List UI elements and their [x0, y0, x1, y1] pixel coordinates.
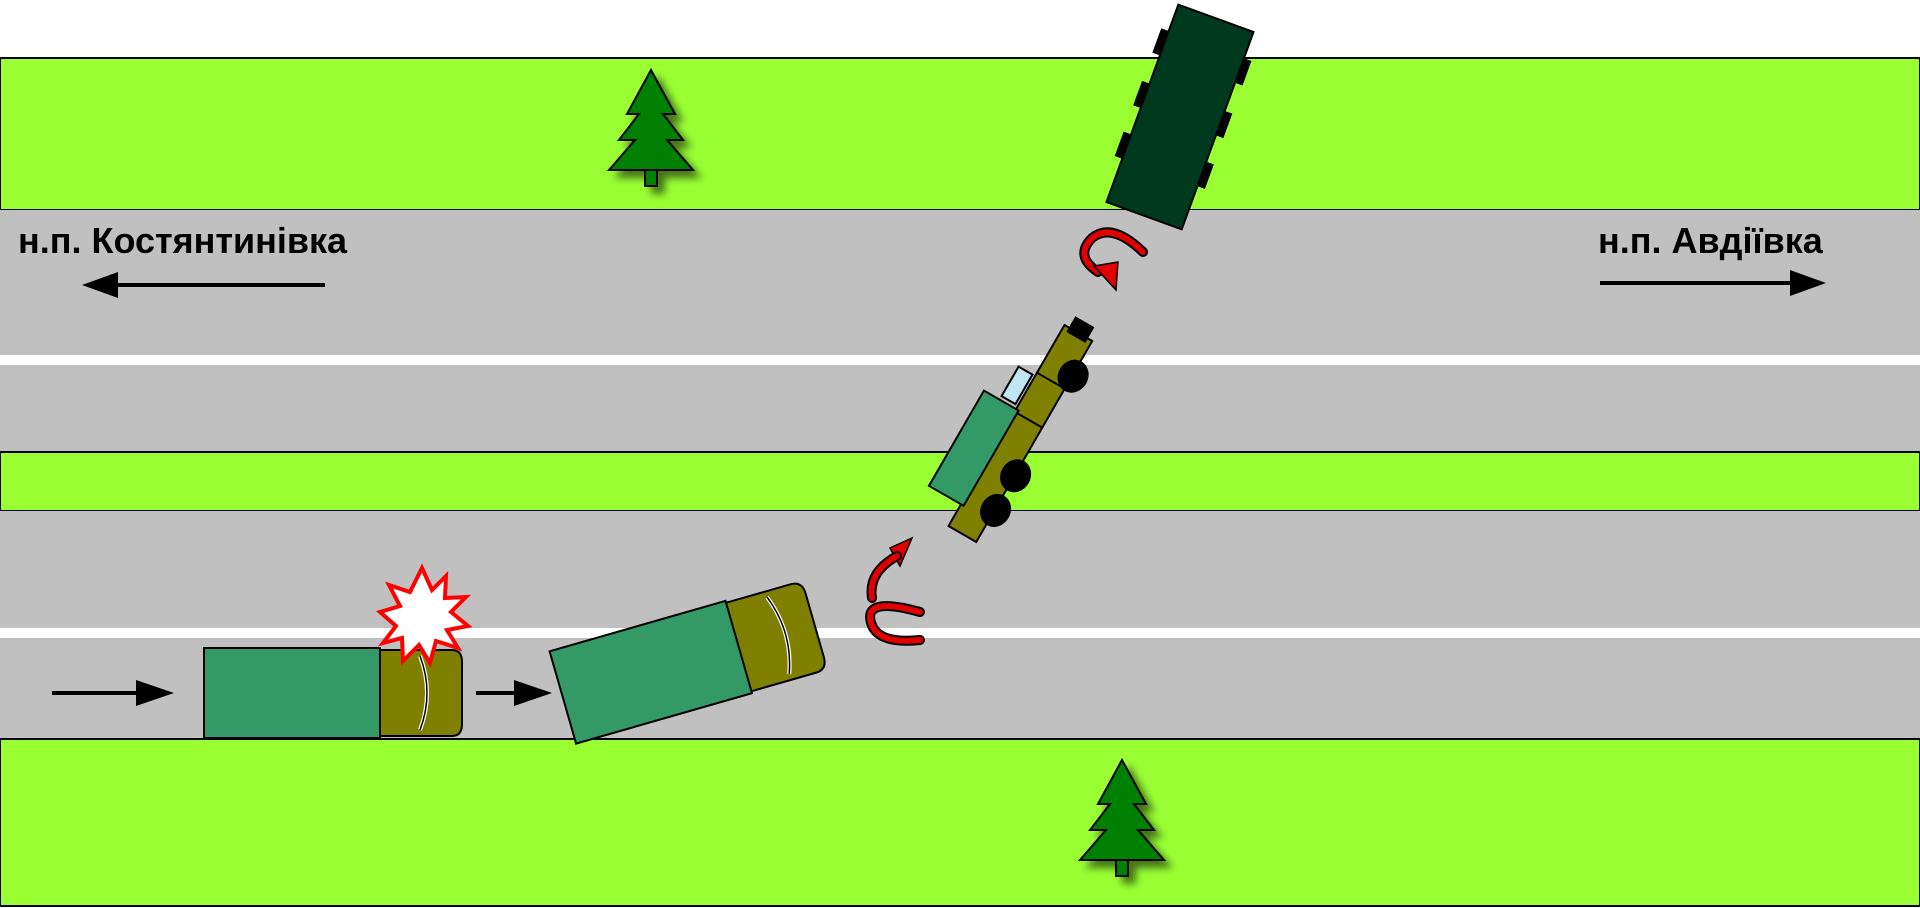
truck-icon [548, 582, 826, 745]
lane-marking-upper [0, 355, 1920, 365]
impact-burst-icon [375, 563, 473, 668]
direction-arrow-icon [82, 272, 325, 298]
direction-arrow-icon [1600, 270, 1826, 296]
rotation-arrow-icon [864, 536, 925, 646]
right-city-label: н.п. Авдіївка [1598, 220, 1824, 261]
grass-strip-top [0, 57, 1920, 211]
left-city-label: н.п. Костянтинівка [18, 220, 348, 261]
lane-marking-lower [0, 628, 1920, 638]
direction-arrow-icon [476, 680, 552, 706]
direction-arrow-icon [52, 680, 174, 706]
truck-icon [203, 647, 463, 739]
grass-strip-bottom [0, 738, 1920, 907]
truck-icon [927, 316, 1095, 544]
road-upper [0, 210, 1920, 452]
rotation-arrow-icon [1079, 227, 1148, 292]
trailer-icon [1105, 3, 1255, 231]
